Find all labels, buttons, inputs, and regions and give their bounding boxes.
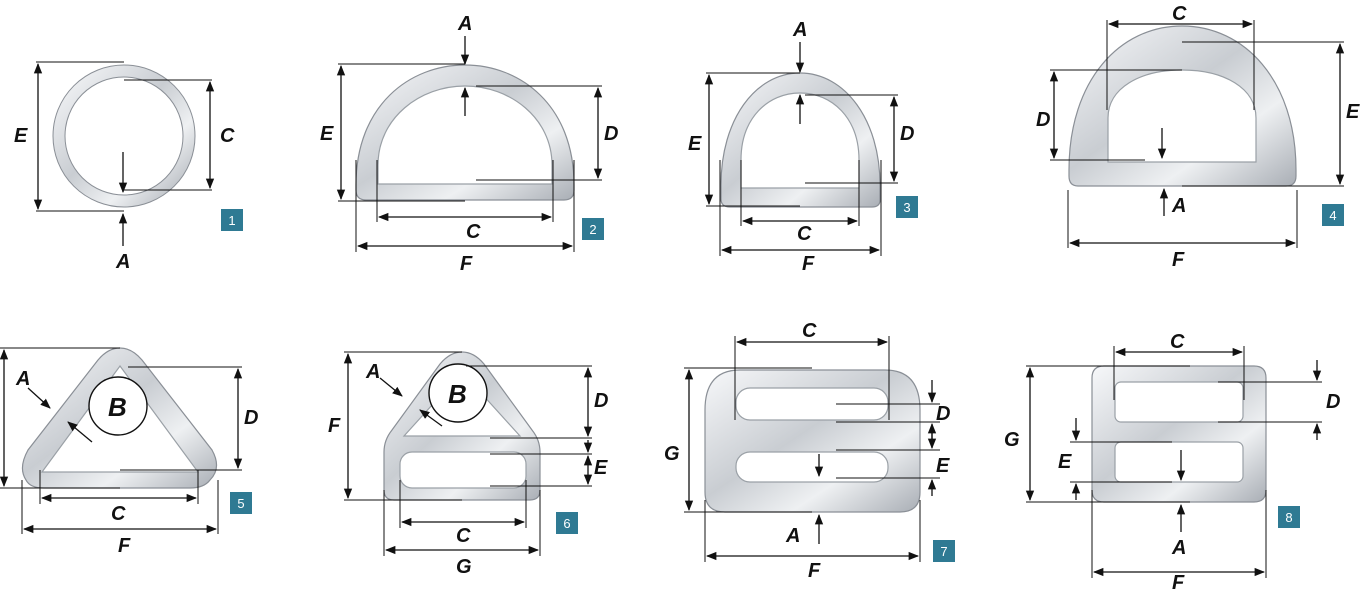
label-F: F bbox=[460, 253, 473, 275]
label-C: C bbox=[220, 125, 235, 147]
label-F: F bbox=[808, 560, 821, 582]
label-D: D bbox=[604, 123, 618, 145]
label-A: A bbox=[15, 368, 30, 390]
svg-text:7: 7 bbox=[940, 544, 947, 559]
item-6-triangle-bar-ring: B A F D E C G 6 bbox=[328, 351, 608, 578]
label-D: D bbox=[1036, 109, 1050, 131]
svg-text:6: 6 bbox=[563, 516, 570, 531]
label-F: F bbox=[1172, 572, 1185, 591]
item-badge-1: 1 bbox=[221, 209, 243, 231]
svg-text:2: 2 bbox=[589, 222, 596, 237]
label-D: D bbox=[1326, 391, 1340, 413]
label-D: D bbox=[594, 390, 608, 412]
svg-text:8: 8 bbox=[1285, 510, 1292, 525]
item-badge-8: 8 bbox=[1278, 506, 1300, 528]
svg-text:3: 3 bbox=[903, 200, 910, 215]
label-A: A bbox=[115, 251, 130, 273]
label-C: C bbox=[1170, 331, 1185, 353]
label-C: C bbox=[797, 223, 812, 245]
label-E: E bbox=[594, 457, 608, 479]
label-A: A bbox=[365, 361, 380, 383]
item-badge-6: 6 bbox=[556, 512, 578, 534]
label-A: A bbox=[1171, 537, 1186, 559]
label-E: E bbox=[320, 123, 334, 145]
item-5-triangle-ring: B A D C F 5 bbox=[0, 347, 258, 557]
label-G: G bbox=[1004, 429, 1020, 451]
svg-text:5: 5 bbox=[237, 496, 244, 511]
label-E: E bbox=[1058, 451, 1072, 473]
label-A: A bbox=[792, 19, 807, 41]
label-C: C bbox=[111, 503, 126, 525]
item-7-plate-buckle: C G D E A F 7 bbox=[664, 320, 955, 582]
label-F: F bbox=[118, 535, 131, 557]
label-A: A bbox=[457, 13, 472, 35]
item-badge-4: 4 bbox=[1322, 204, 1344, 226]
label-F: F bbox=[328, 415, 341, 437]
item-badge-2: 2 bbox=[582, 218, 604, 240]
label-C: C bbox=[456, 525, 471, 547]
item-2-d-ring: A E D C F 2 bbox=[320, 13, 618, 275]
label-E: E bbox=[14, 125, 28, 147]
ring-body bbox=[53, 65, 195, 207]
item-8-double-slot-buckle: C G D E A F 8 bbox=[1004, 331, 1340, 591]
label-E: E bbox=[1346, 101, 1360, 123]
label-B: B bbox=[448, 379, 467, 409]
label-E: E bbox=[688, 133, 702, 155]
label-D: D bbox=[900, 123, 914, 145]
label-E: E bbox=[936, 455, 950, 477]
label-G: G bbox=[456, 556, 472, 578]
label-F: F bbox=[802, 253, 815, 275]
b-circle bbox=[428, 363, 488, 423]
item-4-d-ring: C D E A F 4 bbox=[1036, 3, 1360, 271]
label-C: C bbox=[802, 320, 817, 342]
item-badge-5: 5 bbox=[230, 492, 252, 514]
label-C: C bbox=[466, 221, 481, 243]
label-A: A bbox=[1171, 195, 1186, 217]
label-B: B bbox=[108, 392, 127, 422]
item-3-d-ring: A E D C F 3 bbox=[688, 19, 918, 275]
label-D: D bbox=[244, 407, 258, 429]
label-C: C bbox=[1172, 3, 1187, 25]
item-1-round-ring: E C A 1 bbox=[14, 61, 243, 273]
item-badge-7: 7 bbox=[933, 540, 955, 562]
label-F: F bbox=[1172, 249, 1185, 271]
label-G: G bbox=[664, 443, 680, 465]
svg-text:1: 1 bbox=[228, 213, 235, 228]
item-badge-3: 3 bbox=[896, 196, 918, 218]
label-A: A bbox=[785, 525, 800, 547]
label-D: D bbox=[936, 403, 950, 425]
svg-text:4: 4 bbox=[1329, 208, 1336, 223]
b-circle bbox=[88, 376, 148, 436]
